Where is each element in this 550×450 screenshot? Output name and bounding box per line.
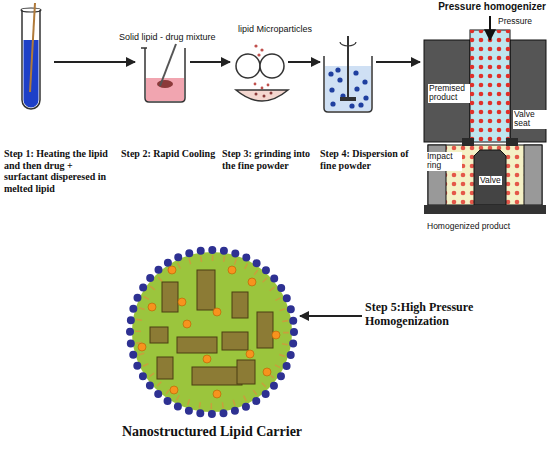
- valve-seat: [462, 138, 474, 146]
- surfactant-heads: [130, 250, 294, 414]
- step-illustration: Solid lipid - drug mixtureStep 2: Rapid …: [135, 42, 190, 104]
- solid-lipid-blocks: [150, 270, 273, 385]
- flow-arrow: [288, 61, 320, 63]
- beaker-lip: [141, 47, 147, 49]
- step-illustration: Step 1: Heating the lipid and then drug …: [14, 8, 54, 116]
- part-label: Valve: [479, 176, 502, 185]
- powder: [263, 95, 266, 98]
- stirrer-blade: [340, 97, 356, 101]
- part-label: lipid Microparticles: [238, 24, 312, 34]
- stirrer-shaft: [347, 36, 349, 98]
- glass-rod: [30, 3, 35, 92]
- particle: [260, 48, 263, 51]
- impact-ring: [524, 145, 542, 205]
- part-label: Pressure: [497, 17, 533, 26]
- valve: [474, 150, 506, 205]
- roller: [236, 54, 260, 78]
- cooling-beaker: [141, 44, 185, 102]
- step-illustration: lipid MicroparticlesStep 3: grinding int…: [230, 42, 288, 104]
- powder: [255, 93, 258, 96]
- part-label: Valve seat: [513, 110, 547, 129]
- roller: [260, 54, 284, 78]
- rotation-arrow: [340, 42, 356, 46]
- step-caption: Step 3: grinding into the fine powder: [222, 148, 312, 171]
- lipid-tails: [138, 258, 286, 406]
- pressure-arrow: [489, 16, 491, 40]
- flow-arrow: [190, 61, 230, 63]
- flow-arrow: [54, 61, 135, 63]
- step-caption: Step 5:High Pressure Homogenization: [365, 301, 515, 329]
- grinder: [236, 44, 288, 101]
- step-illustration: Step 4: Dispersion of fine powder: [320, 34, 376, 114]
- figure-caption: Nanostructured Lipid Carrier: [84, 424, 340, 440]
- part-label: Homogenized product: [426, 222, 511, 231]
- housing: [510, 40, 546, 142]
- step-caption-box: Step 5:High Pressure Homogenization: [362, 298, 518, 332]
- homogenizer: [424, 16, 546, 214]
- valve-seat: [506, 138, 518, 146]
- figure-title: Pressure homogenizer: [424, 1, 546, 13]
- flow-arrow: [300, 315, 362, 317]
- step-caption: Step 4: Dispersion of fine powder: [320, 148, 412, 171]
- carrier-circle: Nanostructured Lipid Carrier: [124, 244, 300, 420]
- channel: [470, 30, 510, 142]
- powder: [270, 92, 273, 95]
- powder-bowl: [236, 90, 288, 101]
- part-label: Impact ring: [426, 152, 462, 171]
- flow-arrow: [376, 61, 420, 63]
- part-label: Solid lipid - drug mixture: [119, 32, 216, 42]
- particle: [267, 84, 270, 87]
- test-tube: [21, 3, 41, 109]
- lipid-lump: [157, 80, 173, 88]
- particle: [261, 87, 264, 90]
- solid-mixture: [146, 78, 184, 101]
- particle: [257, 53, 260, 56]
- lipid-carrier: [130, 250, 294, 414]
- tube-rim: [21, 8, 41, 12]
- housing: [424, 40, 470, 142]
- spatula: [160, 44, 176, 86]
- base: [424, 205, 546, 214]
- lipid-core: [132, 252, 292, 412]
- step-caption: Step 2: Rapid Cooling: [121, 148, 217, 160]
- particle: [254, 83, 257, 86]
- part-label: Premised product: [428, 84, 470, 103]
- dispersion-beaker: [324, 36, 372, 112]
- drug-molecules: [138, 266, 280, 398]
- step-caption: Step 1: Heating the lipid and then drug …: [4, 148, 116, 194]
- particle: [254, 44, 257, 47]
- premixed-droplets: [470, 30, 510, 142]
